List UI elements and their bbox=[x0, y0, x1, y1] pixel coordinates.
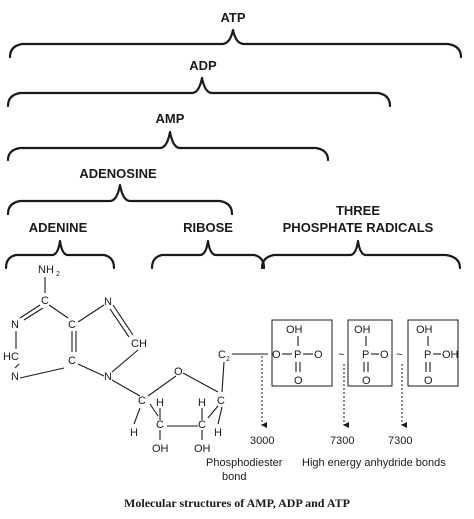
atom-c3-prime: C bbox=[198, 419, 206, 431]
phosphates-brace bbox=[260, 239, 462, 270]
atom-c4: C bbox=[68, 355, 76, 367]
beta-p: P bbox=[362, 349, 369, 361]
adenosine-brace bbox=[6, 183, 234, 216]
phosphate-gamma-box bbox=[407, 319, 459, 387]
h-c2: H bbox=[156, 397, 164, 409]
phosphate-gamma: OH P OH O bbox=[407, 319, 459, 387]
anhydride-tilde-2: ~ bbox=[396, 349, 402, 361]
amp-label: AMP bbox=[156, 111, 185, 126]
energy-anhydride-2: 7300 bbox=[388, 435, 412, 447]
ribose-brace bbox=[150, 239, 266, 270]
atp-brace bbox=[8, 28, 463, 59]
atom-n3: N bbox=[11, 371, 19, 383]
adenine-label: ADENINE bbox=[29, 220, 88, 235]
atom-c2-prime: C bbox=[156, 419, 164, 431]
adenine-structure: NH 2 C N HC N C C N CH N bbox=[3, 264, 147, 383]
phosphate-beta-box bbox=[347, 319, 393, 387]
h-c4: H bbox=[214, 427, 222, 439]
atom-c5-prime: C bbox=[218, 349, 226, 361]
atom-n7: N bbox=[104, 296, 112, 308]
c5-subscript: 2 bbox=[226, 356, 230, 363]
atom-n1: N bbox=[11, 319, 19, 331]
energy-phosphodiester: 3000 bbox=[250, 435, 274, 447]
energy-anhydride-1: 7300 bbox=[330, 435, 354, 447]
alpha-oh: OH bbox=[286, 324, 303, 336]
anhydride-note: High energy anhydride bonds bbox=[302, 457, 446, 469]
gamma-o3: O bbox=[424, 375, 433, 387]
atp-label: ATP bbox=[220, 10, 245, 25]
h-c3: H bbox=[198, 397, 206, 409]
amp-brace bbox=[6, 130, 330, 162]
oh-c2: OH bbox=[152, 443, 169, 455]
ribose-structure: C O C C 2 H C OH H C H OH H bbox=[111, 349, 268, 455]
anhydride-tilde-1: ~ bbox=[338, 349, 344, 361]
nh2-subscript: 2 bbox=[56, 271, 60, 278]
three-label: THREE bbox=[336, 203, 380, 218]
beta-o2: O bbox=[380, 349, 389, 361]
gamma-p: P bbox=[424, 349, 431, 361]
bond-note: bond bbox=[222, 471, 246, 483]
phosphate-beta: OH P O O bbox=[347, 319, 393, 387]
alpha-p: P bbox=[294, 349, 301, 361]
adp-brace bbox=[6, 76, 392, 108]
beta-oh: OH bbox=[354, 324, 371, 336]
atom-n9: N bbox=[104, 371, 112, 383]
h-c1: H bbox=[130, 427, 138, 439]
atom-c5: C bbox=[68, 319, 76, 331]
alpha-o2: O bbox=[314, 349, 323, 361]
adenosine-label: ADENOSINE bbox=[79, 166, 157, 181]
oh-c3: OH bbox=[194, 443, 211, 455]
ring-oxygen: O bbox=[174, 366, 183, 378]
adp-label: ADP bbox=[189, 58, 217, 73]
nh2-nitrogen: NH bbox=[38, 264, 54, 276]
atom-c4-prime: C bbox=[217, 395, 225, 407]
gamma-oh-end: OH bbox=[442, 349, 459, 361]
ribose-label: RIBOSE bbox=[183, 220, 233, 235]
alpha-o1: O bbox=[272, 349, 281, 361]
beta-o3: O bbox=[362, 375, 371, 387]
phosphodiester-note: Phosphodiester bbox=[206, 457, 283, 469]
atom-c1: C bbox=[138, 395, 146, 407]
atom-c6: C bbox=[41, 295, 49, 307]
phosphate-alpha-box bbox=[271, 319, 333, 387]
figure-caption: Molecular structures of AMP, ADP and ATP bbox=[124, 496, 350, 510]
atom-hc2: HC bbox=[3, 351, 19, 363]
atom-ch8: CH bbox=[131, 338, 147, 350]
adenine-brace bbox=[4, 239, 116, 270]
phosphate-alpha: OH O P O O bbox=[271, 319, 333, 387]
phosphate-radicals-label: PHOSPHATE RADICALS bbox=[283, 220, 434, 235]
alpha-o3: O bbox=[294, 375, 303, 387]
gamma-oh: OH bbox=[416, 324, 433, 336]
